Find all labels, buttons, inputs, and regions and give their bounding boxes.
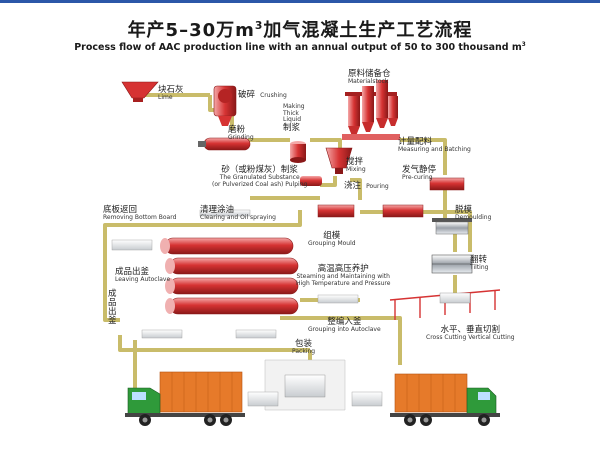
title-zh: 年产5–30万m3加气混凝土生产工艺流程 [127, 19, 473, 41]
block-carts [111, 209, 359, 339]
material-silos [342, 80, 400, 140]
label-oil-spraying: 清理涂油 Clearing and Oil spraying [200, 205, 276, 222]
label-steaming: 高温高压养护 Steaming and Maintaining with Hig… [296, 264, 391, 287]
top-bar [0, 0, 600, 3]
truck-left [125, 371, 245, 426]
mixer [325, 147, 353, 174]
crusher [213, 85, 237, 126]
label-slurry: Making Thick Liquid 制浆 [283, 103, 305, 133]
pallet-right [351, 391, 383, 407]
packing-platform [264, 359, 346, 411]
label-mixing: 搅拌 Mixing [346, 157, 366, 174]
label-bottom-board: 底板返回 Removing Bottom Board [103, 205, 177, 222]
label-leaving-autoclave: 成品出釜 Leaving Autoclave [115, 267, 171, 284]
autoclave-group [160, 237, 299, 315]
slurry-tank [290, 141, 306, 163]
label-pulping: 砂（或粉煤灰）制浆 The Granulated Substance (or P… [212, 165, 308, 188]
label-grouping-autoclave: 整编入釜 Grouping into Autoclave [308, 317, 381, 334]
label-demoulding: 脱模 Demoulding [455, 205, 492, 222]
label-crushing: 破碎 Crushing [238, 90, 287, 100]
title-en: Process flow of AAC production line with… [74, 42, 526, 54]
label-cutting: 水平、垂直切割 Cross Cutting Vertical Cutting [426, 325, 515, 342]
grinding-mill [198, 137, 251, 151]
label-lime: 块石灰 Lime [158, 85, 184, 102]
truck-right [390, 373, 500, 426]
label-material-stock: 原料储备仓 Materialstock [348, 69, 391, 86]
lime-hopper [121, 81, 159, 102]
label-packing: 包装 Packing [292, 339, 316, 356]
pouring-mould [317, 204, 355, 218]
cut-block [439, 292, 471, 304]
label-pre-curing: 发气静停 Pre-curing [402, 165, 437, 182]
label-tilting: 翻转 Tilting [470, 255, 489, 272]
label-grinding: 磨粉 Grinding [228, 125, 254, 142]
label-finished-vertical: 成品出釜 [108, 289, 117, 326]
pallet-left [247, 391, 279, 407]
demoulding-crane [432, 218, 472, 235]
label-pouring: 浇注 Pouring [344, 181, 389, 191]
label-measuring: 计量配料 Measuring and Batching [398, 137, 471, 154]
pulping-tank [300, 176, 322, 186]
tilting-machine [431, 254, 473, 274]
pre-curing-moulds [382, 177, 465, 218]
label-grouping-mould: 组模 Grouping Mould [308, 231, 356, 248]
